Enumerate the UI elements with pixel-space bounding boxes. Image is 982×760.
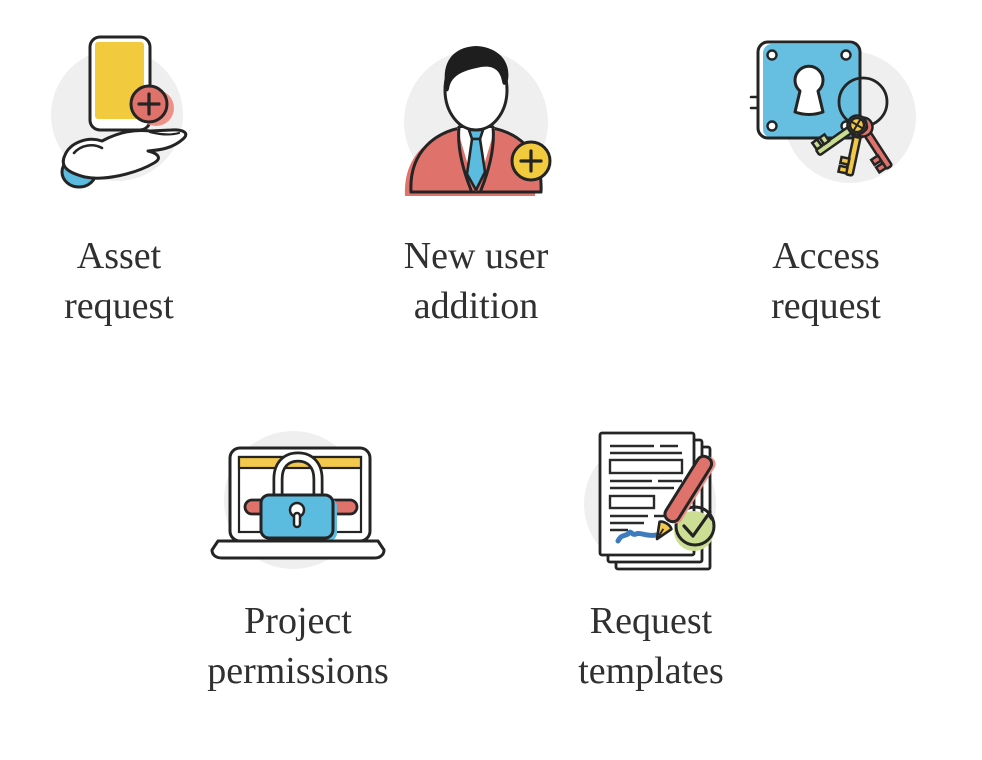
tile-project-permissions[interactable]: Project permissions [168,412,428,696]
tile-label: Project permissions [207,600,389,693]
laptop-padlock-icon [210,431,386,569]
hand-holding-card-plus-icon [51,35,188,189]
tile-label: New user addition [403,235,549,328]
tile-request-templates[interactable]: Request templates [521,412,781,696]
tile-label: Asset request [64,235,174,328]
tile-label: Request templates [578,600,724,693]
document-pen-check-icon [584,431,716,571]
tile-access-request[interactable]: Access request [696,22,956,331]
keyhole-plate-keys-icon [749,40,916,183]
person-plus-icon [404,46,552,196]
tile-new-user-addition[interactable]: New user addition [346,22,606,331]
tile-label: Access request [771,235,881,328]
tile-asset-request[interactable]: Asset request [0,22,249,331]
